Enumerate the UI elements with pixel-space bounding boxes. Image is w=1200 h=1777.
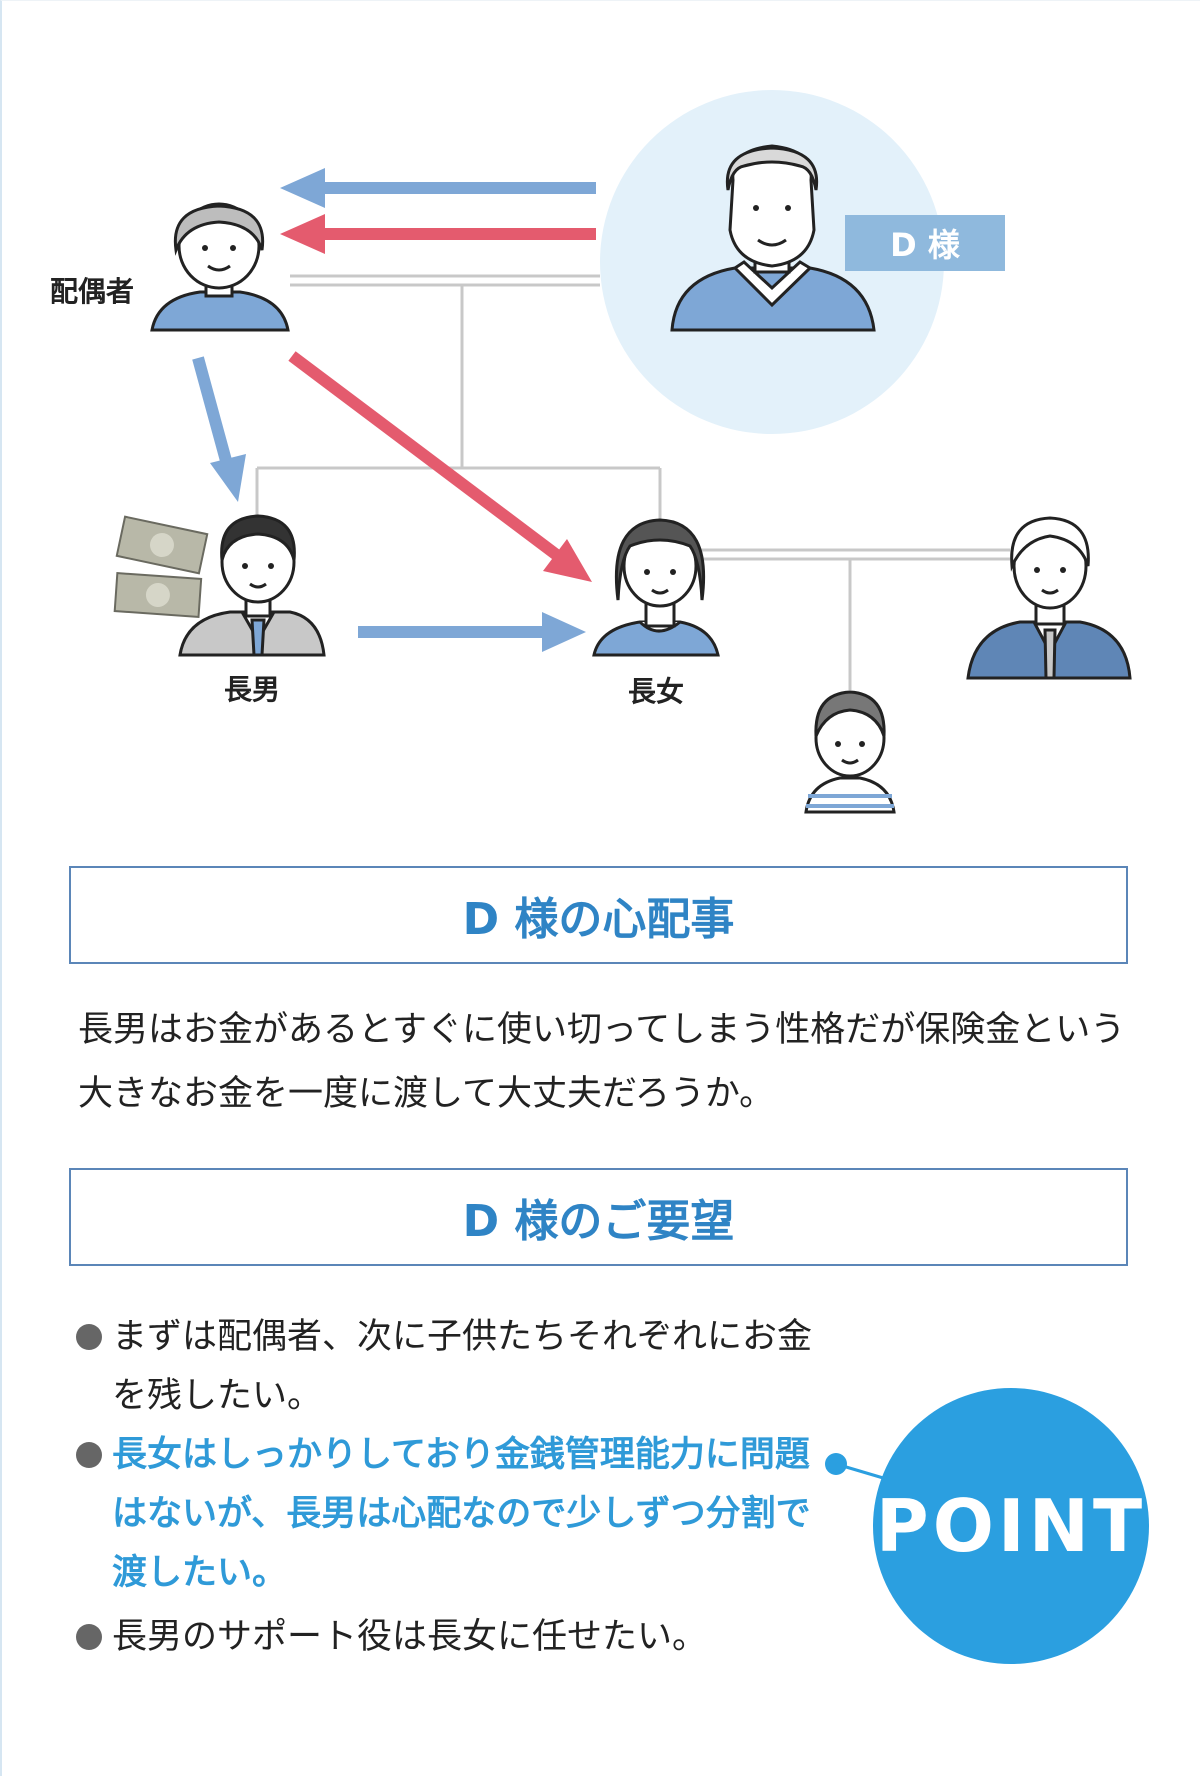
requests-heading-box: D 様のご要望 [69,1168,1128,1266]
eldest-son-label: 長男 [224,673,281,706]
request-text: 長男のサポート役は長女に任せたい。 [112,1617,708,1657]
request-item-1: まずは配偶者、次に子供たちそれぞれにお金を残したい。 [70,1308,830,1426]
arrow-d-to-spouse-blue [280,168,596,208]
eldest-daughter-avatar [592,518,720,657]
request-item-3: 長男のサポート役は長女に任せたい。 [70,1608,830,1667]
family-diagram [113,90,1132,814]
spouse-label: 配偶者 [50,275,135,308]
concern-heading: D 様の心配事 [462,894,735,945]
bullet-icon [76,1324,102,1350]
eldest-son-avatar [178,514,326,657]
concern-text: 長男はお金があるとすぐに使い切ってしまう性格だが保険金という大きなお金を一度に渡… [78,1010,1126,1114]
family-tree-lines [255,274,1010,690]
arrow-spouse-to-son [192,356,246,502]
bullet-icon [76,1624,102,1650]
arrow-spouse-to-daughter [288,351,592,582]
spouse-avatar [150,202,290,332]
request-item-2: 長女はしっかりしており金銭管理能力に問題はないが、長男は心配なので少しずつ分割で… [70,1426,830,1603]
client-d-badge: D 様 [845,215,1005,271]
request-text: まずは配偶者、次に子供たちそれぞれにお金を残したい。 [112,1317,813,1416]
son-in-law-avatar [966,516,1132,680]
concern-heading-box: D 様の心配事 [69,866,1128,964]
requests-heading: D 様のご要望 [462,1196,735,1247]
bullet-icon [76,1442,102,1468]
grandchild-avatar [804,690,896,814]
request-text: 長女はしっかりしており金銭管理能力に問題はないが、長男は心配なので少しずつ分割で… [112,1435,811,1593]
arrow-d-to-spouse-red [280,214,596,254]
banknote-icon [113,515,209,618]
client-d-avatar [670,144,876,332]
eldest-daughter-label: 長女 [628,675,685,708]
point-badge: POINT [873,1388,1149,1664]
arrow-son-to-daughter [358,612,586,652]
